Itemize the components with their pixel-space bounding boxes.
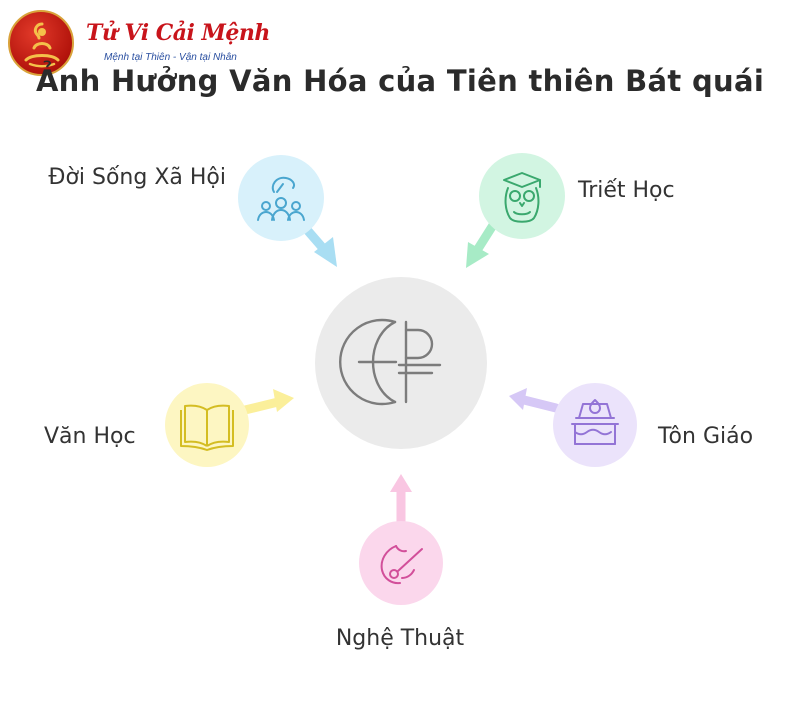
node-nghe-thuat[interactable]: [359, 521, 443, 605]
site-logo[interactable]: Tử Vi Cải Mệnh Mệnh tại Thiên - Vận tại …: [8, 8, 270, 76]
open-book-icon: [180, 404, 234, 451]
owl-graduation-icon: [503, 172, 541, 223]
logo-slogan: Mệnh tại Thiên - Vận tại Nhân: [104, 52, 237, 63]
center-circle: [315, 277, 487, 449]
people-group-icon: [257, 176, 305, 221]
label-doi-song: Đời Sống Xã Hội: [48, 165, 226, 190]
logo-badge: [8, 10, 74, 76]
node-van-hoc[interactable]: [165, 383, 249, 467]
center-node[interactable]: [315, 277, 487, 449]
node-doi-song[interactable]: [238, 155, 324, 241]
arrow-nghe-thuat: [390, 474, 412, 527]
label-van-hoc: Văn Học: [44, 424, 136, 449]
globe-currency-icon: [338, 318, 442, 406]
node-triet-hoc-circle: [479, 153, 565, 239]
logo-name: Tử Vi Cải Mệnh: [86, 20, 270, 46]
meditation-figure-icon: [24, 22, 60, 68]
node-ton-giao[interactable]: [553, 383, 637, 467]
paint-brush-icon: [380, 545, 423, 585]
arrow-ton-giao: [509, 388, 561, 413]
page-title: Ảnh Hưởng Văn Hóa của Tiên thiên Bát quá…: [35, 64, 765, 98]
label-ton-giao: Tôn Giáo: [658, 424, 754, 449]
node-triet-hoc[interactable]: [479, 153, 565, 239]
arrow-van-hoc: [240, 389, 294, 415]
arrow-triet-hoc: [466, 217, 500, 268]
temple-icon: [571, 399, 619, 445]
node-nghe-thuat-circle: [359, 521, 443, 605]
label-triet-hoc: Triết Học: [578, 178, 675, 203]
label-nghe-thuat: Nghệ Thuật: [335, 626, 465, 651]
